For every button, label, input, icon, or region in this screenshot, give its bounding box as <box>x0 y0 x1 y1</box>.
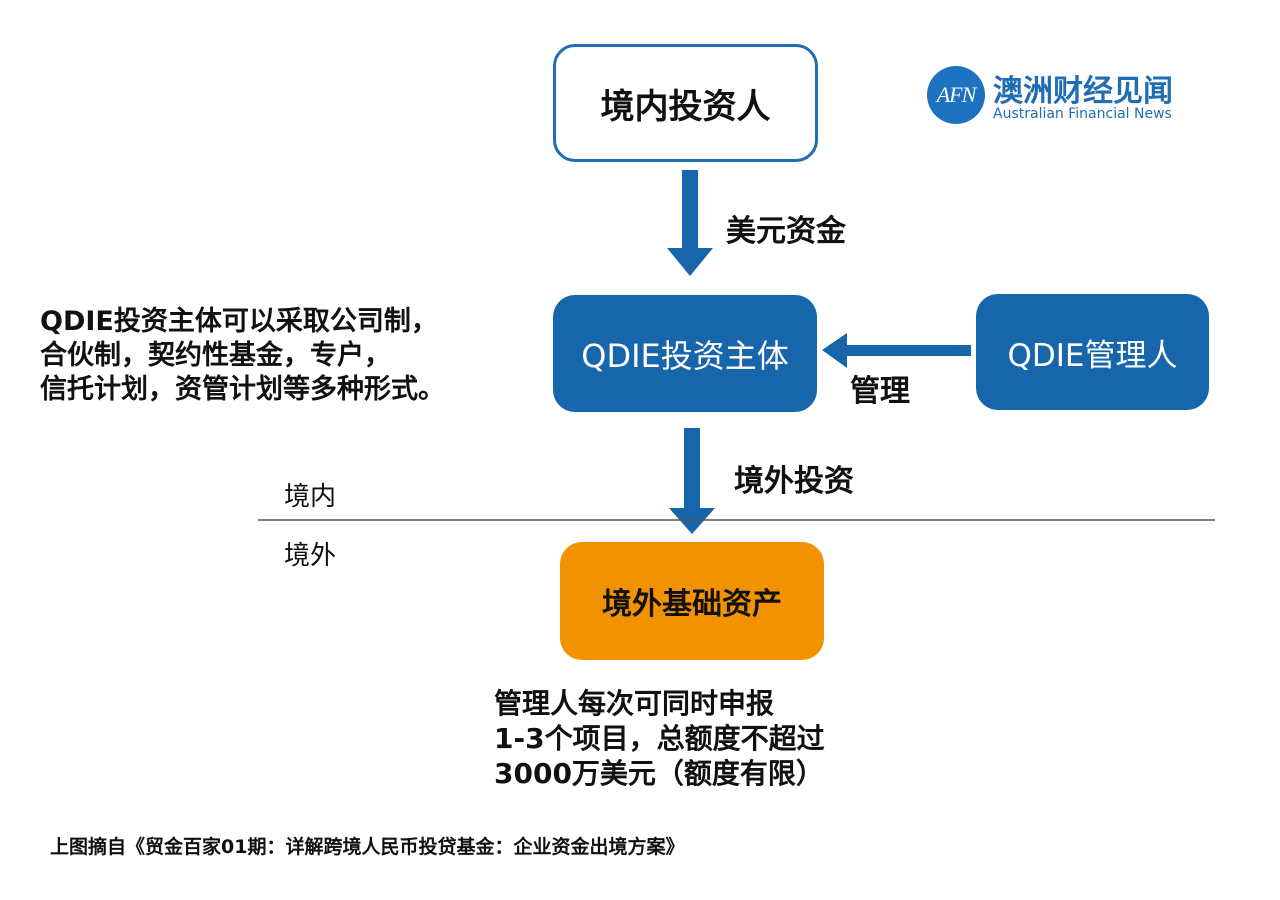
overseas-asset-box: 境外基础资产 <box>560 542 824 660</box>
region-overseas: 境外 <box>284 541 337 571</box>
note-line: 管理人每次可同时申报 <box>494 687 775 720</box>
source-caption: 上图摘自《贸金百家01期：详解跨境人民币投贷基金：企业资金出境方案》 <box>50 836 685 858</box>
label-overseas-investment: 境外投资 <box>734 464 854 499</box>
note-line: QDIE投资主体可以采取公司制， <box>40 306 438 337</box>
qdie-manager-box: QDIE管理人 <box>976 294 1209 410</box>
afn-logo: AFN 澳洲财经见闻 Australian Financial News <box>927 66 1197 126</box>
domestic-investor-box: 境内投资人 <box>553 44 818 162</box>
region-domestic: 境内 <box>284 482 337 512</box>
note-line: 信托计划，资管计划等多种形式。 <box>40 373 445 405</box>
qdie-entity-box: QDIE投资主体 <box>553 295 817 412</box>
logo-name-en: Australian Financial News <box>993 106 1172 122</box>
label-usd-funds: 美元资金 <box>726 214 846 249</box>
note-line: 3000万美元（额度有限） <box>494 757 824 790</box>
note-line: 合伙制，契约性基金，专户， <box>40 339 391 371</box>
arrow-overseas-investment <box>669 428 715 534</box>
label-manage: 管理 <box>850 374 910 409</box>
afn-logo-mark: AFN <box>927 66 985 124</box>
arrow-usd-funds <box>667 170 713 276</box>
arrow-manage <box>822 333 971 368</box>
logo-name-cn: 澳洲财经见闻 <box>993 74 1173 109</box>
note-line: 1-3个项目，总额度不超过 <box>494 722 825 755</box>
quota-note: 管理人每次可同时申报 1-3个项目，总额度不超过 3000万美元（额度有限） <box>494 686 825 791</box>
entity-forms-note: QDIE投资主体可以采取公司制， 合伙制，契约性基金，专户， 信托计划，资管计划… <box>40 305 445 406</box>
